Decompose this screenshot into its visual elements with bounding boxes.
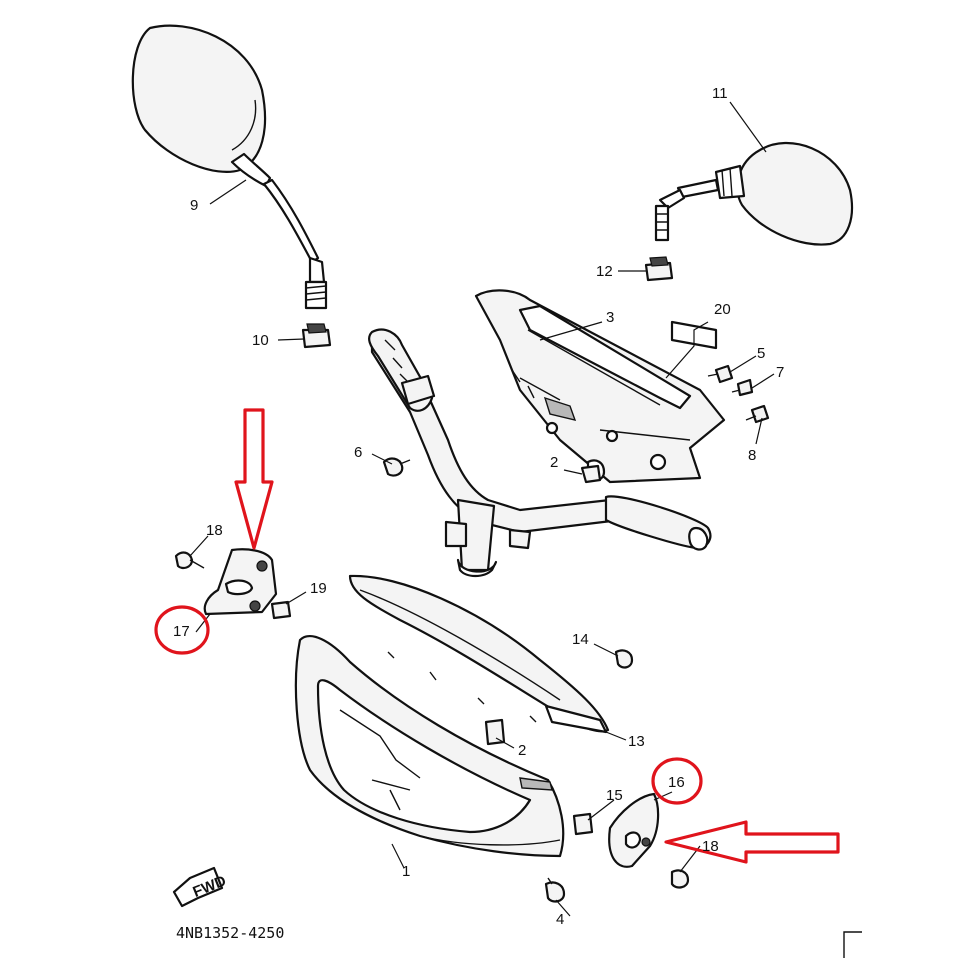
callout-17: 17 <box>173 623 190 640</box>
clip-nut-2a <box>580 464 602 484</box>
callout-13: 13 <box>628 733 645 750</box>
callout-8: 8 <box>748 447 756 464</box>
callout-labels: 9 10 11 12 3 20 5 7 8 6 2 18 19 17 14 2 … <box>173 85 784 928</box>
screw-4 <box>544 877 566 903</box>
callout-11: 11 <box>712 85 728 102</box>
callout-1: 1 <box>402 863 410 880</box>
callout-15: 15 <box>606 787 623 804</box>
screw-18a <box>174 551 205 570</box>
headlight-cover-1 <box>294 635 565 858</box>
callout-2-lower: 2 <box>518 742 526 759</box>
callout-5: 5 <box>757 345 765 362</box>
nut-10 <box>301 323 332 349</box>
clip-15 <box>572 812 594 836</box>
right-bracket-16 <box>608 792 660 868</box>
handlebar-cover <box>474 289 726 484</box>
left-mirror <box>131 24 328 310</box>
callout-16: 16 <box>668 774 685 791</box>
corner-mark <box>843 931 862 958</box>
callout-19: 19 <box>310 580 327 597</box>
callout-14: 14 <box>572 631 589 648</box>
clip-nut-19 <box>270 600 292 620</box>
callout-10: 10 <box>252 332 269 349</box>
left-arrow-icon <box>664 820 840 864</box>
nut-12 <box>644 256 674 282</box>
visor-13 <box>348 574 610 734</box>
screws <box>382 364 770 477</box>
callout-20: 20 <box>714 301 731 318</box>
down-arrow-icon <box>234 408 274 550</box>
callout-2-upper: 2 <box>550 454 558 471</box>
callout-6: 6 <box>354 444 362 461</box>
callout-7: 7 <box>776 364 784 381</box>
callout-12: 12 <box>596 263 613 280</box>
screw-14 <box>614 649 634 669</box>
screw-18b <box>670 869 690 889</box>
highlight-markup <box>154 408 840 864</box>
left-bracket-17 <box>203 548 278 616</box>
callout-9: 9 <box>190 197 198 214</box>
highlight-circle-16 <box>651 757 703 805</box>
callout-3: 3 <box>606 309 614 326</box>
fwd-arrow-icon: FWD <box>172 866 229 908</box>
callout-4: 4 <box>556 911 564 928</box>
part-code: 4NB1352-4250 <box>176 924 284 942</box>
handlebar <box>368 328 712 578</box>
right-mirror <box>654 141 854 246</box>
highlight-circle-17 <box>154 605 210 655</box>
callout-18-right: 18 <box>702 838 719 855</box>
callout-18-left: 18 <box>206 522 223 539</box>
